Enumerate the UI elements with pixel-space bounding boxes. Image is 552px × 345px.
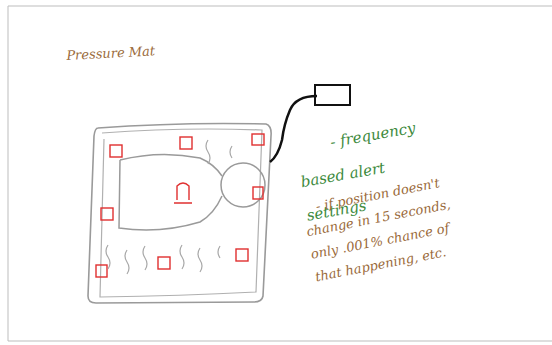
device-wire <box>270 96 317 162</box>
sensor-square <box>110 145 122 157</box>
sensor-square <box>158 257 170 269</box>
sensor-group <box>96 134 264 277</box>
mat-outline <box>88 124 271 304</box>
alert-device <box>315 85 350 105</box>
squiggle <box>218 246 220 258</box>
sensor-square <box>253 187 263 199</box>
squiggle <box>180 245 184 269</box>
mat-inner-outline <box>100 129 262 297</box>
sensor-square <box>236 249 248 261</box>
squiggle <box>143 246 147 270</box>
squiggle <box>230 146 232 158</box>
squiggle <box>198 248 202 272</box>
squiggle <box>125 250 129 274</box>
page-frame <box>8 6 552 341</box>
person-body <box>119 154 222 230</box>
sketch-title: Pressure Mat <box>66 43 155 63</box>
sensor-square <box>180 137 192 149</box>
sensor-square <box>252 134 264 145</box>
pressure-squiggles <box>106 140 232 274</box>
person-head <box>221 163 265 207</box>
squiggle <box>206 140 210 164</box>
sensor-mark <box>174 183 192 203</box>
sensor-square <box>101 208 113 220</box>
squiggle <box>106 245 110 269</box>
sensor-square <box>96 265 107 277</box>
